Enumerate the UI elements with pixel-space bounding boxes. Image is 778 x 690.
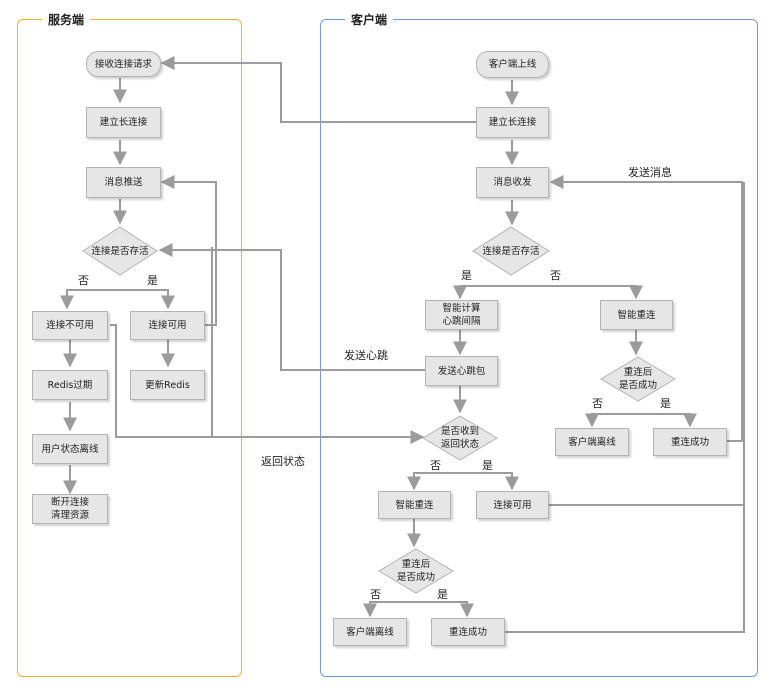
client-reconnect-success-right-node: 重连成功	[653, 428, 727, 456]
client-bottom-no-label: 否	[370, 588, 381, 601]
server-yes-label: 是	[147, 274, 158, 287]
client-offline-bottom-node: 客户端离线	[333, 618, 407, 646]
server-no-label: 否	[78, 274, 89, 287]
client-online-node: 客户端上线	[476, 51, 549, 78]
client-bottom-yes-label: 是	[437, 588, 448, 601]
client-connection-available-node: 连接可用	[476, 491, 549, 519]
client-return-yes-label: 是	[482, 459, 493, 472]
client-yes-label: 是	[461, 269, 472, 282]
server-update-redis-node: 更新Redis	[130, 370, 205, 400]
client-lane: 客户端	[320, 11, 758, 677]
edge-r-no	[585, 413, 636, 428]
edge-label-send-message: 发送消息	[628, 166, 672, 179]
server-user-offline-node: 用户状态离线	[32, 434, 108, 464]
edge-ret-no	[407, 472, 458, 491]
edge-c-no	[510, 285, 643, 300]
client-reconnect-check-bottom-diamond	[378, 548, 454, 594]
client-right-no-label: 否	[592, 397, 603, 410]
edge-b-yes	[414, 601, 474, 618]
client-offline-right-node: 客户端离线	[555, 428, 629, 456]
server-establish-node: 建立长连接	[86, 107, 161, 138]
client-no-label: 否	[550, 269, 561, 282]
edge-b-no	[363, 601, 414, 618]
edge-label-send-heartbeat: 发送心跳	[344, 349, 388, 362]
edge-connect-request	[160, 56, 476, 123]
client-establish-node: 建立长连接	[476, 107, 549, 138]
edge-return-status	[110, 324, 425, 444]
client-return-check-diamond	[422, 415, 498, 461]
client-reconnect-check-right-diamond	[600, 356, 676, 402]
edge-label-return-status: 返回状态	[261, 455, 305, 468]
server-push-node: 消息推送	[86, 167, 161, 198]
client-smart-reconnect-node: 智能重连	[600, 300, 673, 330]
server-disconnect-node: 断开连接 清理资源	[32, 494, 108, 524]
edge-s-yes	[120, 289, 175, 310]
client-send-receive-node: 消息收发	[476, 167, 549, 198]
edge-bottom-success	[505, 182, 745, 633]
edge-ret-yes	[458, 472, 519, 491]
edge-s-loop	[160, 175, 217, 326]
client-reconnect-check-bottom-label: 重连后 是否成功	[396, 559, 435, 583]
client-return-no-label: 否	[430, 459, 441, 472]
client-decision-label: 连接是否存活	[482, 245, 540, 257]
edge-r-yes	[636, 413, 697, 428]
edge-s-no	[60, 289, 120, 310]
client-right-yes-label: 是	[660, 397, 671, 410]
client-smart-reconnect-2-node: 智能重连	[378, 491, 451, 519]
edge-c-yes	[453, 285, 510, 300]
server-decision-label: 连接是否存活	[91, 245, 149, 257]
client-send-heartbeat-node: 发送心跳包	[425, 356, 498, 386]
client-return-check-label: 是否收到 返回状态	[440, 426, 479, 450]
server-lane-title: 服务端	[42, 11, 91, 28]
server-unavailable-node: 连接不可用	[32, 311, 108, 340]
edge-send-message	[549, 175, 743, 442]
server-decision-diamond	[82, 226, 158, 276]
server-lane: 服务端	[17, 11, 242, 677]
client-smart-calc-node: 智能计算 心跳间隔	[425, 300, 498, 330]
server-available-node: 连接可用	[130, 311, 205, 340]
server-redis-expire-node: Redis过期	[32, 370, 108, 400]
server-receive-request-node: 接收连接请求	[86, 51, 161, 77]
client-reconnect-check-right-label: 重连后 是否成功	[618, 367, 657, 391]
edge-heartbeat	[158, 243, 425, 371]
client-decision-diamond	[472, 226, 550, 276]
client-lane-title: 客户端	[345, 11, 394, 28]
client-reconnect-success-bottom-node: 重连成功	[431, 618, 505, 646]
